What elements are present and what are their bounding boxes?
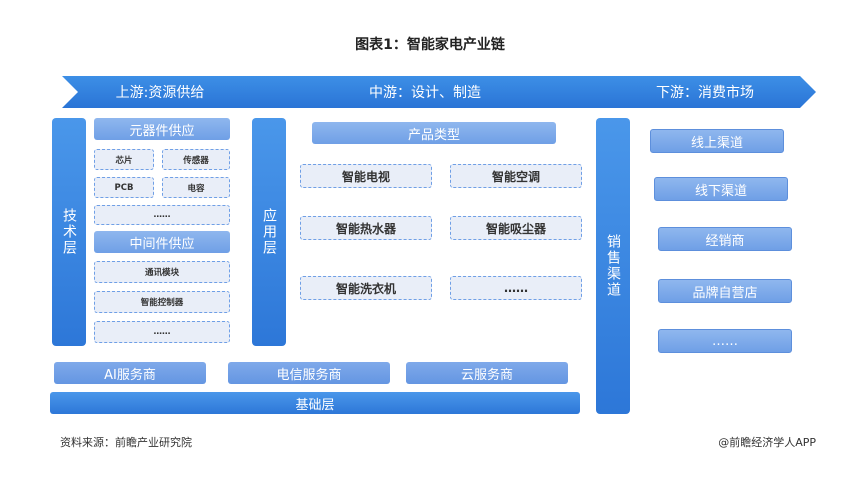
component-sensor: 传感器 bbox=[162, 149, 230, 170]
intermediate-supply-head: 中间件供应 bbox=[94, 231, 230, 253]
channel-brand-store: 品牌自营店 bbox=[658, 279, 792, 303]
service-telecom: 电信服务商 bbox=[228, 362, 390, 384]
intermediate-more: …… bbox=[94, 321, 230, 343]
application-layer-bar: 应用层 bbox=[252, 118, 286, 346]
upstream-label: 上游:资源供给 bbox=[115, 85, 205, 101]
service-cloud: 云服务商 bbox=[406, 362, 568, 384]
midstream-arrow: 中游：设计、制造 bbox=[238, 76, 612, 108]
chart-title: 图表1：智能家电产业链 bbox=[355, 37, 505, 53]
channel-online: 线上渠道 bbox=[650, 129, 784, 153]
product-smart-vacuum: 智能吸尘器 bbox=[450, 216, 582, 240]
product-smart-ac: 智能空调 bbox=[450, 164, 582, 188]
upstream-arrow: 上游:资源供给 bbox=[62, 76, 258, 108]
midstream-label: 中游：设计、制造 bbox=[369, 85, 481, 101]
sales-channels-bar: 销售渠道 bbox=[596, 118, 630, 414]
product-smart-tv: 智能电视 bbox=[300, 164, 432, 188]
intermediate-controller: 智能控制器 bbox=[94, 291, 230, 313]
component-supply-head: 元器件供应 bbox=[94, 118, 230, 140]
component-pcb: PCB bbox=[94, 177, 154, 198]
product-types-head: 产品类型 bbox=[312, 122, 556, 144]
intermediate-comm-module: 通讯模块 bbox=[94, 261, 230, 283]
channel-distributor: 经销商 bbox=[658, 227, 792, 251]
upstream-arrow-shape bbox=[62, 76, 258, 108]
channel-more: …… bbox=[658, 329, 792, 353]
base-layer-bar: 基础层 bbox=[50, 392, 580, 414]
channel-offline: 线下渠道 bbox=[654, 177, 788, 201]
midstream-arrow-shape bbox=[238, 76, 612, 108]
product-smart-washer: 智能洗衣机 bbox=[300, 276, 432, 300]
source-note: 资料来源：前瞻产业研究院 bbox=[60, 436, 192, 449]
brand-credit: @前瞻经济学人APP bbox=[718, 436, 816, 449]
service-ai: AI服务商 bbox=[54, 362, 206, 384]
tech-layer-bar: 技术层 bbox=[52, 118, 86, 346]
product-smart-water-heater: 智能热水器 bbox=[300, 216, 432, 240]
component-more: …… bbox=[94, 205, 230, 225]
component-capacitor: 电容 bbox=[162, 177, 230, 198]
product-more: …… bbox=[450, 276, 582, 300]
component-chip: 芯片 bbox=[94, 149, 154, 170]
downstream-arrow-shape bbox=[594, 76, 816, 108]
downstream-label: 下游：消费市场 bbox=[656, 85, 754, 101]
downstream-arrow: 下游：消费市场 bbox=[594, 76, 816, 108]
